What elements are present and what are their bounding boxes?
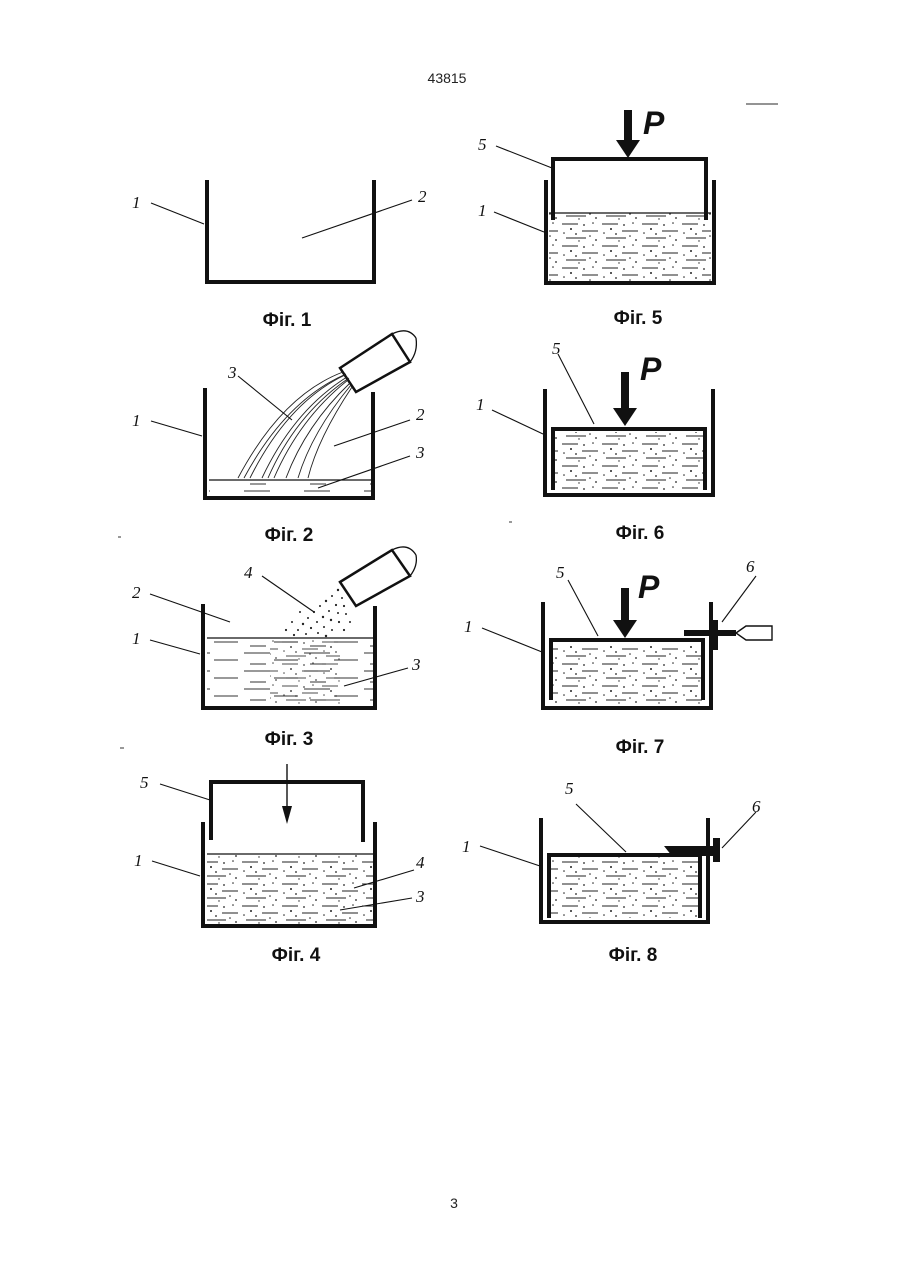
label-1: 1 xyxy=(462,837,471,856)
label-2: 2 xyxy=(416,405,425,424)
figure-7: P 5 1 6 Фіг. 7 xyxy=(464,557,772,758)
force-arrow xyxy=(613,588,637,638)
label-1: 1 xyxy=(132,411,141,430)
figure-2: 1 2 3 3 Фіг. 2 xyxy=(132,331,425,546)
figure-caption: Фіг. 7 xyxy=(616,737,665,758)
leader-line xyxy=(152,861,200,876)
label-3: 3 xyxy=(227,363,237,382)
label-5: 5 xyxy=(140,773,149,792)
feed-pipe xyxy=(340,547,416,606)
label-2: 2 xyxy=(132,583,141,602)
leader-line xyxy=(722,576,756,622)
label-6: 6 xyxy=(752,797,761,816)
figure-caption: Фіг. 6 xyxy=(616,523,665,544)
force-label: P xyxy=(638,569,660,605)
force-label: P xyxy=(643,105,665,141)
mixture-layer xyxy=(549,213,711,281)
leader-line xyxy=(494,212,544,232)
mixture-layer xyxy=(207,854,373,924)
leader-line xyxy=(496,146,552,168)
liquid-stream xyxy=(238,372,352,478)
figure-5: P 5 1 Фіг. 5 xyxy=(478,105,714,329)
locking-pin xyxy=(684,620,772,650)
figure-4: 5 1 4 3 Фіг. 4 xyxy=(134,764,425,966)
leader-line xyxy=(160,784,210,800)
figure-caption: Фіг. 5 xyxy=(614,308,663,329)
leader-line xyxy=(151,421,202,436)
figure-1: 1 2 Фіг. 1 xyxy=(132,180,427,331)
label-1: 1 xyxy=(132,629,141,648)
mixture-layer xyxy=(552,646,702,704)
leader-line xyxy=(302,200,412,238)
label-1: 1 xyxy=(132,193,141,212)
feed-pipe xyxy=(340,331,416,392)
leader-line xyxy=(568,580,598,636)
label-4: 4 xyxy=(244,563,253,582)
down-arrow xyxy=(282,764,292,824)
page-number: 3 xyxy=(0,1195,900,1211)
leader-line xyxy=(722,812,756,848)
leader-line xyxy=(576,804,626,852)
leader-line xyxy=(150,594,230,622)
label-3: 3 xyxy=(411,655,421,674)
leader-line xyxy=(480,846,540,866)
label-5: 5 xyxy=(478,135,487,154)
powder-stream xyxy=(285,589,351,637)
particle-cloud xyxy=(270,640,340,704)
leader-line xyxy=(150,640,200,654)
label-1: 1 xyxy=(464,617,473,636)
label-6: 6 xyxy=(746,557,755,576)
leader-line xyxy=(238,376,292,420)
leader-line xyxy=(558,354,594,424)
label-2: 2 xyxy=(418,187,427,206)
figure-caption: Фіг. 8 xyxy=(609,945,658,966)
figure-8: 5 1 6 Фіг. 8 xyxy=(462,779,761,966)
label-1: 1 xyxy=(134,851,143,870)
vessel xyxy=(207,180,374,282)
force-label: P xyxy=(640,351,662,387)
leader-line xyxy=(482,628,542,652)
leader-line xyxy=(262,576,314,612)
figure-caption: Фіг. 3 xyxy=(265,729,314,750)
piston xyxy=(553,159,706,220)
leader-line xyxy=(151,203,204,224)
label-1: 1 xyxy=(476,395,485,414)
figure-caption: Фіг. 1 xyxy=(263,310,312,331)
label-3: 3 xyxy=(415,443,425,462)
label-4: 4 xyxy=(416,853,425,872)
figure-caption: Фіг. 2 xyxy=(265,525,314,546)
force-arrow xyxy=(616,110,640,158)
label-5: 5 xyxy=(556,563,565,582)
figure-caption: Фіг. 4 xyxy=(272,945,321,966)
force-arrow xyxy=(613,372,637,426)
leader-line xyxy=(492,410,543,434)
mixture-layer xyxy=(554,432,704,490)
label-5: 5 xyxy=(565,779,574,798)
label-1: 1 xyxy=(478,201,487,220)
figure-6: P 5 1 Фіг. 6 xyxy=(476,339,713,544)
mixture-layer xyxy=(550,856,700,918)
label-3: 3 xyxy=(415,887,425,906)
liquid-layer xyxy=(209,480,371,496)
figure-3: 2 1 4 3 Фіг. 3 xyxy=(132,547,421,750)
label-5: 5 xyxy=(552,339,561,358)
